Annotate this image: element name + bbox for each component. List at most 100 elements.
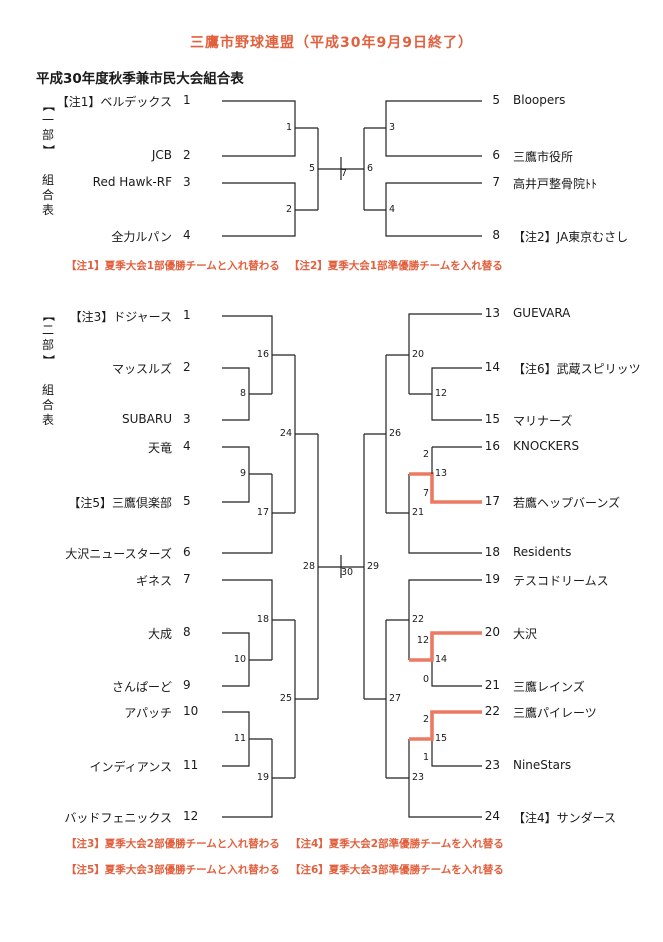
div2-team-name: 大沢ニュースターズ: [65, 547, 172, 561]
score-value: 12: [416, 635, 429, 646]
div2-seed-number: 12: [183, 809, 199, 823]
div1-seed-number: 7: [492, 175, 500, 189]
match-number: 5: [308, 163, 315, 174]
div2-team-name: 【注3】ドジャース: [69, 310, 172, 324]
div1-seed-number: 6: [492, 148, 500, 162]
match-number: 10: [233, 654, 246, 665]
div2-team-name: ギネス: [135, 574, 172, 588]
match-number: 11: [233, 733, 246, 744]
match-number: 9: [239, 468, 246, 479]
match-number: 14: [435, 654, 448, 665]
match-number: 26: [389, 428, 402, 439]
div2-seed-number: 10: [183, 704, 199, 718]
div1-seed-number: 8: [492, 228, 500, 242]
div1-team-name: Red Hawk-RF: [92, 175, 172, 189]
match-number: 8: [239, 388, 246, 399]
div2-team-name: マッスルズ: [111, 362, 172, 376]
div2-seed-number: 16: [484, 439, 500, 453]
div2-seed-number: 11: [183, 758, 199, 772]
div1-team-name: 高井戸整骨院ﾄﾄ: [513, 177, 598, 191]
div1-seed-number: 2: [183, 148, 191, 162]
div2-seed-number: 14: [484, 360, 500, 374]
div1-seed-number: 3: [183, 175, 191, 189]
div2-seed-number: 3: [183, 412, 191, 426]
div2-seed-number: 1: [183, 308, 191, 322]
note-5: 【注5】夏季大会3部優勝チームと入れ替わる: [66, 864, 280, 876]
div2-team-name: アパッチ: [124, 706, 172, 720]
div2-team-name: 若鷹ヘップバーンズ: [513, 496, 621, 510]
match-number: 13: [435, 468, 448, 479]
match-number: 18: [256, 614, 269, 625]
div1-seed-number: 5: [492, 93, 500, 107]
div2-seed-number: 15: [484, 412, 500, 426]
div1-team-name: 【注2】JA東京むさし: [513, 230, 629, 244]
match-number: 16: [256, 349, 269, 360]
match-number: 20: [412, 349, 425, 360]
div2-seed-number: 9: [183, 678, 191, 692]
match-number: 1: [285, 122, 292, 133]
div2-team-name: 大沢: [513, 627, 538, 641]
div2-seed-number: 23: [484, 758, 500, 772]
note-6: 【注6】夏季大会3部準優勝チームを入れ替る: [290, 864, 504, 876]
match-number: 24: [279, 428, 292, 439]
score-value: 0: [422, 674, 429, 685]
div2-team-name: バッドフェニックス: [64, 811, 172, 825]
div2-team-name: 大成: [147, 627, 172, 641]
match-number: 27: [389, 693, 402, 704]
div2-team-name: Residents: [513, 545, 572, 559]
div1-team-name: 【注1】ベルデックス: [56, 95, 172, 109]
match-number: 7: [341, 168, 348, 179]
page-title: 三鷹市野球連盟（平成30年9月9日終了）: [190, 35, 473, 51]
note-3: 【注3】夏季大会2部優勝チームと入れ替わる: [66, 838, 280, 850]
match-number: 22: [412, 614, 425, 625]
div2-team-name: 三鷹レインズ: [513, 680, 585, 694]
match-number: 12: [435, 388, 448, 399]
div2-team-name: 天竜: [147, 441, 172, 455]
match-number: 21: [412, 507, 425, 518]
score-value: 7: [422, 488, 429, 499]
div2-team-name: SUBARU: [122, 412, 172, 426]
div2-seed-number: 2: [183, 360, 191, 374]
div2-seed-number: 6: [183, 545, 191, 559]
score-value: 2: [422, 714, 429, 725]
match-number: 23: [412, 772, 425, 783]
div2-seed-number: 21: [484, 678, 500, 692]
div1-team-name: Bloopers: [513, 93, 566, 107]
division-2-label: 【二部】 組合表: [41, 309, 56, 427]
div2-seed-number: 7: [183, 572, 191, 586]
division-1-label: 【一部】 組合表: [41, 99, 56, 217]
div2-team-name: さんぱーど: [111, 680, 172, 694]
div2-team-name: 【注6】武蔵スピリッツ: [513, 362, 641, 376]
match-number: 19: [256, 772, 269, 783]
div1-seed-number: 4: [183, 228, 191, 242]
div2-team-name: NineStars: [513, 758, 572, 772]
match-number: 2: [285, 204, 292, 215]
div2-team-name: インディアンス: [89, 760, 172, 774]
match-number: 28: [302, 561, 315, 572]
div2-team-name: 【注5】三鷹倶楽部: [68, 496, 172, 510]
match-number: 25: [279, 693, 292, 704]
div2-seed-number: 8: [183, 625, 191, 639]
div2-team-name: GUEVARA: [513, 306, 571, 320]
div2-team-name: KNOCKERS: [513, 439, 580, 453]
div1-team-name: 全力ルパン: [111, 230, 172, 244]
div2-team-name: 【注4】サンダース: [513, 811, 617, 825]
match-number: 30: [341, 567, 354, 578]
tournament-subtitle: 平成30年度秋季兼市民大会組合表: [36, 71, 244, 87]
score-value: 1: [422, 752, 429, 763]
match-number: 29: [367, 561, 380, 572]
div2-seed-number: 20: [484, 625, 500, 639]
div2-seed-number: 18: [484, 545, 500, 559]
div2-team-name: テスコドリームス: [513, 574, 609, 588]
div2-seed-number: 19: [484, 572, 500, 586]
div2-seed-number: 4: [183, 439, 191, 453]
div2-seed-number: 22: [484, 704, 500, 718]
div2-seed-number: 24: [484, 809, 500, 823]
match-number: 15: [435, 733, 448, 744]
div2-team-name: 三鷹パイレーツ: [513, 706, 597, 720]
div2-team-name: マリナーズ: [513, 414, 573, 428]
div2-seed-number: 17: [484, 494, 500, 508]
match-number: 6: [367, 163, 374, 174]
score-value: 2: [422, 449, 429, 460]
